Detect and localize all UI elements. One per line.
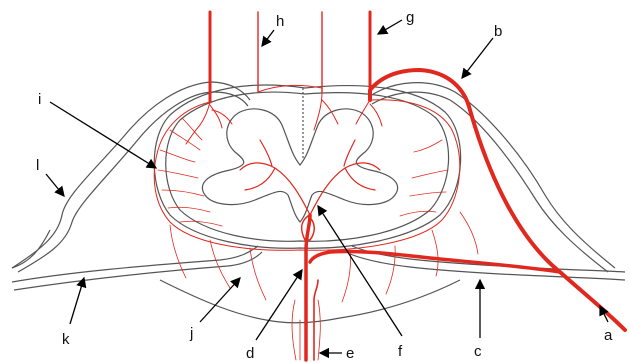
label-g: g [378,9,414,34]
label-g-text: g [406,9,414,26]
label-a-text: a [604,327,613,344]
label-j: j [189,278,240,342]
label-c: c [474,280,482,360]
label-c-text: c [474,343,482,360]
label-i: i [38,91,156,168]
anterior-spinal-artery [306,215,310,360]
label-d-text: d [246,345,254,362]
label-k-text: k [62,331,70,348]
left-fine-branches [158,118,222,226]
label-e-text: e [346,345,354,362]
label-h: h [262,13,284,46]
label-j-text: j [189,325,193,342]
label-h-text: h [276,13,284,30]
lower-radial-branches [170,212,478,360]
label-b: b [462,23,502,78]
label-l-text: l [36,157,39,174]
label-f-text: f [398,343,403,360]
grey-matter [202,109,397,222]
segmental-artery [370,70,625,330]
label-l: l [36,157,64,196]
label-b-text: b [494,23,502,40]
vasocorona [154,85,460,250]
anterior-spinal-vein [314,280,318,360]
label-i-text: i [38,91,41,108]
right-fine-branches [400,140,448,216]
label-k: k [62,278,84,348]
label-e: e [320,345,354,362]
